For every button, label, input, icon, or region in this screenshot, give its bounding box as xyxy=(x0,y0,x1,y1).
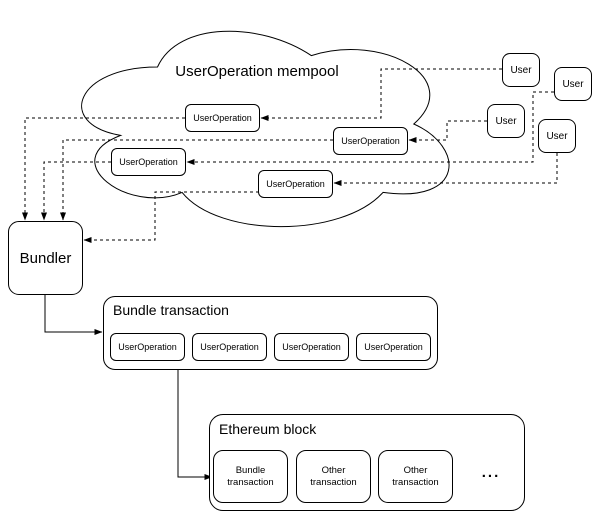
bundle-userop-4: UserOperation xyxy=(356,333,431,361)
ethereum-tx-bundle: Bundle transaction xyxy=(213,450,288,503)
ethereum-tx-other-2: Other transaction xyxy=(378,450,453,503)
mempool-title: UserOperation mempool xyxy=(175,63,339,80)
edge-user1-to-userop1 xyxy=(260,68,502,121)
mempool-userop-3: UserOperation xyxy=(258,170,333,198)
user-node-4: User xyxy=(538,119,576,153)
ethereum-tx-other-1: Other transaction xyxy=(296,450,371,503)
mempool-userop-2: UserOperation xyxy=(111,148,186,176)
edge-bundle-transaction-to-ethereum-block xyxy=(177,370,213,480)
edge-user2-to-userop2 xyxy=(186,91,554,165)
user-node-1: User xyxy=(502,53,540,87)
edge-userop1-to-bundler xyxy=(22,117,185,221)
edge-user3-to-userop4 xyxy=(408,120,487,143)
edge-bundler-to-bundle-transaction xyxy=(44,295,103,335)
bundle-userop-1: UserOperation xyxy=(110,333,185,361)
mempool-userop-1: UserOperation xyxy=(185,104,260,132)
bundle-transaction-title: Bundle transaction xyxy=(113,302,229,318)
bundler-node: Bundler xyxy=(8,221,83,295)
mempool-cloud-shape xyxy=(81,30,450,228)
edge-userop2-to-bundler xyxy=(41,161,111,221)
edge-userop3-to-bundler xyxy=(83,191,259,243)
ethereum-block-title: Ethereum block xyxy=(219,421,317,437)
bundle-userop-2: UserOperation xyxy=(192,333,267,361)
user-node-3: User xyxy=(487,104,525,138)
user-node-2: User xyxy=(554,67,592,101)
edge-userop4-to-bundler xyxy=(60,139,333,221)
ethereum-more-ellipsis: ... xyxy=(481,464,501,481)
edge-user4-to-userop3 xyxy=(333,153,558,186)
bundle-userop-3: UserOperation xyxy=(274,333,349,361)
mempool-userop-4: UserOperation xyxy=(333,127,408,155)
